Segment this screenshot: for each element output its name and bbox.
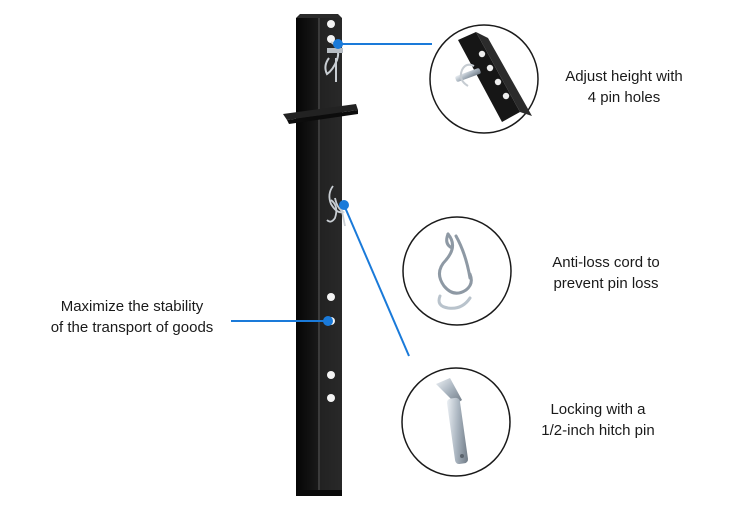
post-closeup-image bbox=[455, 32, 532, 122]
callout-height-text: Adjust height with 4 pin holes bbox=[540, 66, 708, 108]
callout-pin-line2: 1/2-inch hitch pin bbox=[541, 422, 655, 439]
pin-hole bbox=[327, 35, 335, 43]
top-hitch-pin bbox=[324, 41, 343, 82]
callout-stability-line1: Maximize the stability bbox=[60, 298, 204, 315]
callout-height-line2: 4 pin holes bbox=[587, 89, 661, 106]
callout-cord-text: Anti-loss cord to prevent pin loss bbox=[522, 252, 690, 294]
pin-hole bbox=[327, 394, 335, 402]
pin-hole bbox=[327, 293, 335, 301]
post-pin-holes bbox=[327, 20, 335, 402]
callout-stability bbox=[231, 316, 333, 326]
callout-line bbox=[343, 204, 410, 357]
stake-flange-plate bbox=[283, 104, 358, 124]
callout-stability-text: Maximize the stability of the transport … bbox=[22, 296, 242, 338]
callout-cord-line2: prevent pin loss bbox=[553, 275, 659, 292]
callout-circle bbox=[402, 216, 512, 326]
callout-pin bbox=[401, 367, 511, 477]
callout-cord-line1: Anti-loss cord to bbox=[552, 254, 660, 271]
callout-pin-line1: Locking with a bbox=[550, 401, 646, 418]
callout-pin-text: Locking with a 1/2-inch hitch pin bbox=[514, 399, 682, 441]
pin-hole bbox=[327, 20, 335, 28]
callout-height-line1: Adjust height with bbox=[565, 68, 683, 85]
hitch-clip-image bbox=[437, 232, 473, 310]
callout-height bbox=[333, 24, 539, 134]
callout-dot bbox=[339, 200, 349, 210]
callout-stability-line2: of the transport of goods bbox=[50, 319, 214, 336]
callout-cord bbox=[339, 200, 512, 357]
hitch-pin-image bbox=[436, 378, 469, 464]
callout-dot bbox=[323, 316, 333, 326]
stake-post bbox=[296, 14, 342, 496]
callout-dot bbox=[333, 39, 343, 49]
pin-hole bbox=[327, 371, 335, 379]
